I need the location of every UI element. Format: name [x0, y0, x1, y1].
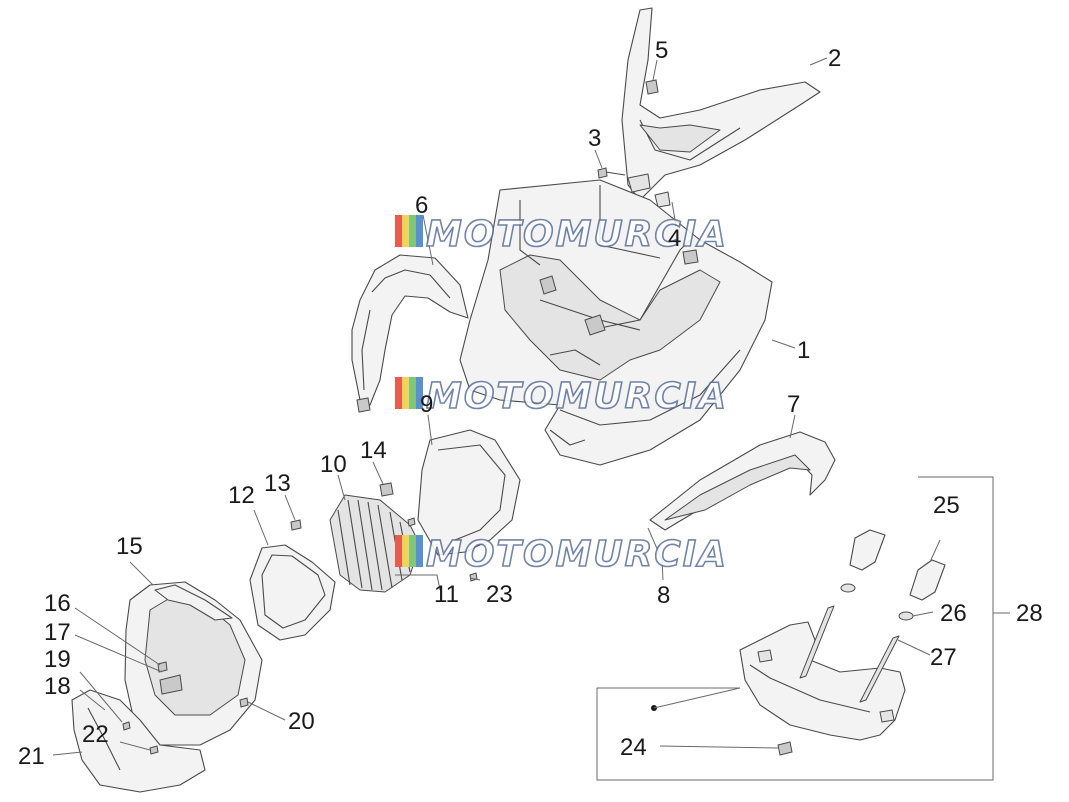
watermark-stripe-green — [409, 535, 416, 567]
label-part-12: 12 — [228, 482, 255, 509]
part-19-screw — [122, 721, 131, 731]
watermark-stripe-blue — [416, 215, 423, 247]
part-16-clip — [157, 661, 168, 673]
label-part-23: 23 — [486, 581, 513, 608]
label-part-3: 3 — [588, 125, 601, 152]
label-part-8: 8 — [657, 582, 670, 609]
label-part-15: 15 — [116, 533, 143, 560]
label-part-25: 25 — [933, 492, 960, 519]
part-2-handlebar-cover — [621, 7, 821, 201]
label-part-7: 7 — [787, 391, 800, 418]
part-4-clip — [627, 173, 671, 208]
watermark-top: MOTOMURCIA — [395, 213, 728, 256]
label-part-21: 21 — [18, 743, 45, 770]
watermark-stripe-green — [409, 377, 416, 409]
part-7-right-panel — [649, 431, 836, 531]
part-labels: 1 2 3 4 5 6 7 8 9 10 11 12 13 14 15 16 1… — [18, 37, 1043, 770]
label-part-11: 11 — [434, 581, 459, 608]
label-part-14: 14 — [360, 437, 387, 464]
label-part-28: 28 — [1016, 600, 1043, 627]
watermark-stripe-yellow — [402, 535, 409, 567]
part-6-left-panel — [351, 254, 469, 413]
watermark-stripe-red — [395, 535, 402, 567]
label-part-27: 27 — [930, 644, 957, 671]
leader-lines — [52, 57, 1010, 756]
part-9-inner-frame — [417, 429, 521, 556]
watermark-stripe-yellow — [402, 215, 409, 247]
part-22-screw — [149, 745, 159, 755]
label-part-2: 2 — [828, 45, 841, 72]
watermark-middle: MOTOMURCIA — [395, 375, 728, 418]
part-20-screw — [239, 697, 249, 708]
label-part-5: 5 — [655, 37, 668, 64]
label-part-24: 24 — [620, 734, 647, 761]
watermark-text: MOTOMURCIA — [426, 376, 728, 417]
part-15-front-cover — [124, 581, 263, 746]
label-part-1: 1 — [797, 337, 810, 364]
label-part-9: 9 — [420, 391, 433, 418]
label-part-19: 19 — [44, 646, 71, 673]
fasteners — [122, 482, 478, 755]
part-12-horn-cover — [249, 544, 336, 641]
label-part-20: 20 — [288, 708, 315, 735]
label-part-18: 18 — [44, 673, 71, 700]
watermark-bottom: MOTOMURCIA — [395, 533, 728, 576]
part-14-nut — [379, 482, 394, 497]
watermark-text: MOTOMURCIA — [426, 534, 728, 575]
label-part-4: 4 — [668, 225, 681, 252]
label-part-22: 22 — [82, 721, 109, 748]
label-part-13: 13 — [264, 470, 291, 497]
part-1-front-shield — [459, 179, 773, 466]
part-5-clip — [645, 79, 659, 95]
watermark-stripe-blue — [416, 535, 423, 567]
label-part-16: 16 — [44, 590, 71, 617]
part-28-bracket-kit — [596, 476, 994, 781]
label-part-17: 17 — [44, 619, 71, 646]
watermark-text: MOTOMURCIA — [426, 214, 728, 255]
watermark-stripe-green — [409, 215, 416, 247]
part-13-screw — [290, 519, 302, 531]
part-3-screw — [597, 167, 626, 179]
part-11-clip — [407, 517, 416, 527]
label-part-10: 10 — [320, 451, 347, 478]
watermark-stripe-yellow — [402, 377, 409, 409]
watermark-stripe-red — [395, 377, 402, 409]
watermark-stripe-blue — [416, 377, 423, 409]
part-21-spoiler — [71, 689, 206, 793]
label-part-26: 26 — [940, 600, 967, 627]
watermark-stripe-red — [395, 215, 402, 247]
label-part-6: 6 — [415, 192, 428, 219]
